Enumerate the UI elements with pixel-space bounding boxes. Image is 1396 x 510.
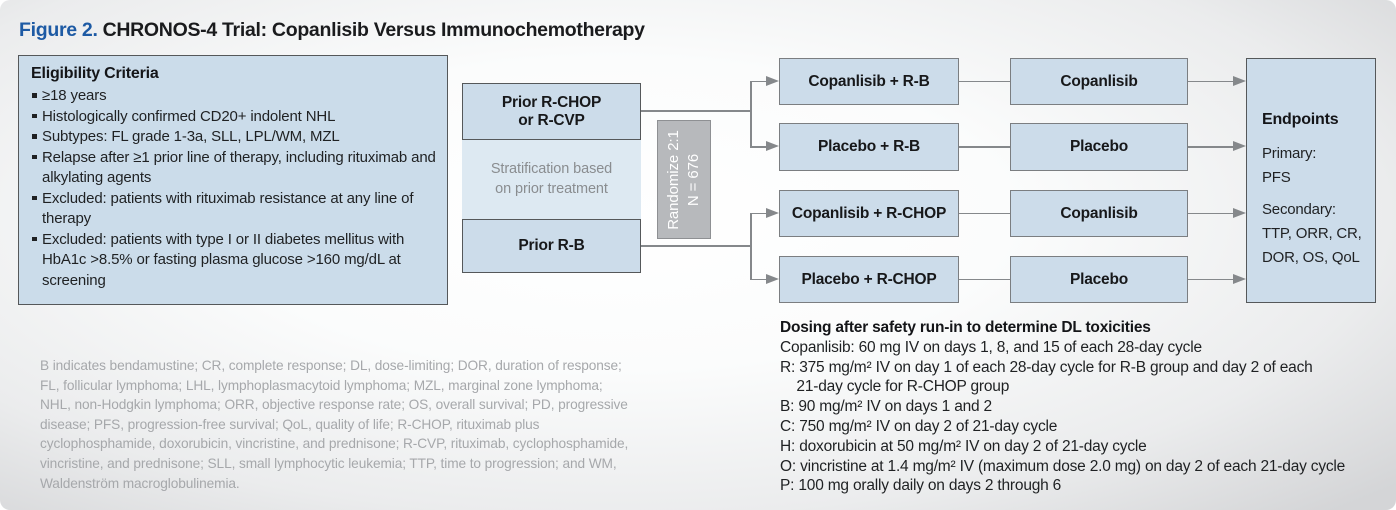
eligibility-item: ≥18 years bbox=[31, 86, 437, 107]
flow-connector bbox=[641, 245, 751, 247]
dosing-line: R: 375 mg/m² IV on day 1 of each 28-day … bbox=[780, 358, 1313, 376]
arrow-right-icon bbox=[766, 273, 779, 284]
arm-maintenance-box: Placebo bbox=[1010, 123, 1188, 171]
primary-endpoints: Primary: PFS bbox=[1262, 145, 1317, 186]
dosing-line: C: 750 mg/m² IV on day 2 of 21-day cycle bbox=[780, 417, 1058, 435]
flow-connector bbox=[959, 278, 1010, 280]
dosing-line: Copanlisib: 60 mg IV on days 1, 8, and 1… bbox=[780, 338, 1202, 356]
flow-connector bbox=[641, 110, 751, 112]
flow-connector bbox=[751, 146, 767, 148]
eligibility-item: Excluded: patients with rituximab resist… bbox=[31, 189, 437, 230]
figure-title-text: CHRONOS-4 Trial: Copanlisib Versus Immun… bbox=[102, 19, 645, 41]
flow-connector bbox=[751, 278, 767, 280]
eligibility-heading: Eligibility Criteria bbox=[31, 65, 159, 82]
flow-connector bbox=[750, 213, 752, 280]
prior-rb-box: Prior R-B bbox=[462, 219, 641, 273]
arrow-right-icon bbox=[766, 141, 779, 151]
flow-connector bbox=[1188, 80, 1234, 82]
endpoints-heading: Endpoints bbox=[1262, 111, 1339, 128]
flow-connector bbox=[750, 81, 752, 148]
flow-connector bbox=[959, 146, 1010, 148]
figure-title: Figure 2.CHRONOS-4 Trial: Copanlisib Ver… bbox=[19, 19, 645, 42]
flow-connector bbox=[1188, 146, 1234, 148]
randomize-box: Randomize 2:1 N = 676 bbox=[657, 120, 711, 239]
arm-induction-box: Copanlisib + R-CHOP bbox=[779, 190, 959, 237]
abbreviation-footnote: B indicates bendamustine; CR, complete r… bbox=[40, 358, 629, 491]
dosing-line: O: vincristine at 1.4 mg/m² IV (maximum … bbox=[780, 457, 1346, 475]
secondary-endpoints: Secondary: TTP, ORR, CR, DOR, OS, QoL bbox=[1262, 201, 1362, 266]
eligibility-criteria-panel: Eligibility Criteria ≥18 years Histologi… bbox=[18, 55, 448, 305]
eligibility-item: Subtypes: FL grade 1-3a, SLL, LPL/WM, MZ… bbox=[31, 127, 437, 148]
arm-maintenance-box: Copanlisib bbox=[1010, 190, 1188, 237]
arrow-right-icon bbox=[766, 75, 779, 86]
dosing-line: 21-day cycle for R-CHOP group bbox=[780, 378, 1010, 396]
arm-induction-box: Placebo + R-B bbox=[779, 123, 959, 171]
prior-rchop-rcvp-box: Prior R-CHOP or R-CVP bbox=[462, 83, 641, 140]
dosing-line: H: doxorubicin at 50 mg/m² IV on day 2 o… bbox=[780, 437, 1147, 455]
arm-maintenance-box: Copanlisib bbox=[1010, 58, 1188, 105]
eligibility-item: Excluded: patients with type I or II dia… bbox=[31, 230, 437, 292]
arrow-right-icon bbox=[1233, 141, 1246, 151]
flow-connector bbox=[1188, 212, 1234, 214]
arrow-right-icon bbox=[766, 207, 779, 218]
flow-connector bbox=[751, 212, 767, 214]
dosing-notes: Dosing after safety run-in to determine … bbox=[780, 318, 1345, 496]
flow-connector bbox=[1188, 278, 1234, 280]
eligibility-item: Histologically confirmed CD20+ indolent … bbox=[31, 107, 437, 128]
flow-connector bbox=[959, 212, 1010, 214]
arrow-right-icon bbox=[1233, 207, 1246, 218]
arrow-right-icon bbox=[1233, 75, 1246, 86]
stratification-note: Stratification based on prior treatment bbox=[462, 140, 641, 219]
arrow-right-icon bbox=[1233, 273, 1246, 284]
flow-connector bbox=[959, 80, 1010, 82]
arm-induction-box: Placebo + R-CHOP bbox=[779, 256, 959, 303]
flow-connector bbox=[751, 80, 767, 82]
dosing-line: B: 90 mg/m² IV on days 1 and 2 bbox=[780, 398, 992, 416]
dosing-line: P: 100 mg orally daily on days 2 through… bbox=[780, 477, 1062, 495]
randomize-label: Randomize 2:1 N = 676 bbox=[664, 129, 702, 230]
figure-number-label: Figure 2. bbox=[19, 19, 98, 41]
eligibility-item: Relapse after ≥1 prior line of therapy, … bbox=[31, 148, 437, 189]
dosing-heading: Dosing after safety run-in to determine … bbox=[780, 319, 1151, 336]
endpoints-panel: Endpoints Primary: PFS Secondary: TTP, O… bbox=[1246, 58, 1376, 303]
arm-induction-box: Copanlisib + R-B bbox=[779, 58, 959, 105]
arm-maintenance-box: Placebo bbox=[1010, 256, 1188, 303]
